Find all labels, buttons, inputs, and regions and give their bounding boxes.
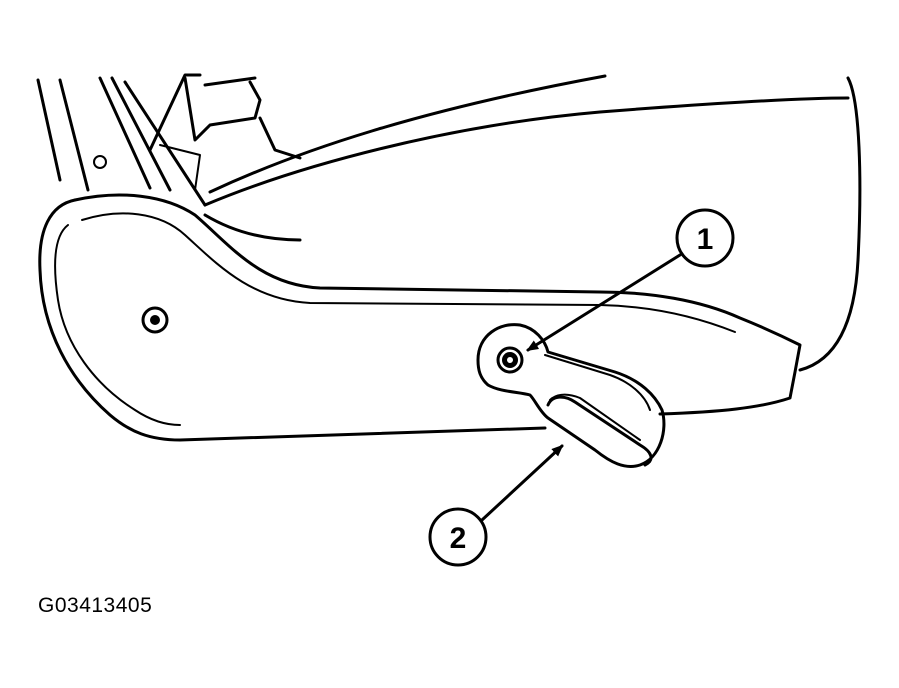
- recliner-lever: [476, 323, 666, 468]
- side-trim-panel: [38, 193, 802, 442]
- seat-cushion: [203, 74, 862, 372]
- pivot-bolt: [496, 346, 524, 374]
- callout-1: 1: [526, 208, 735, 352]
- callout-2: 2: [428, 444, 564, 567]
- seat-back-frame: [36, 73, 302, 207]
- frame-hole: [93, 155, 107, 169]
- callout-1-label: 1: [697, 223, 714, 256]
- callout-2-label: 2: [450, 522, 467, 555]
- figure-id: G03413405: [38, 594, 153, 617]
- trim-screw: [141, 306, 169, 334]
